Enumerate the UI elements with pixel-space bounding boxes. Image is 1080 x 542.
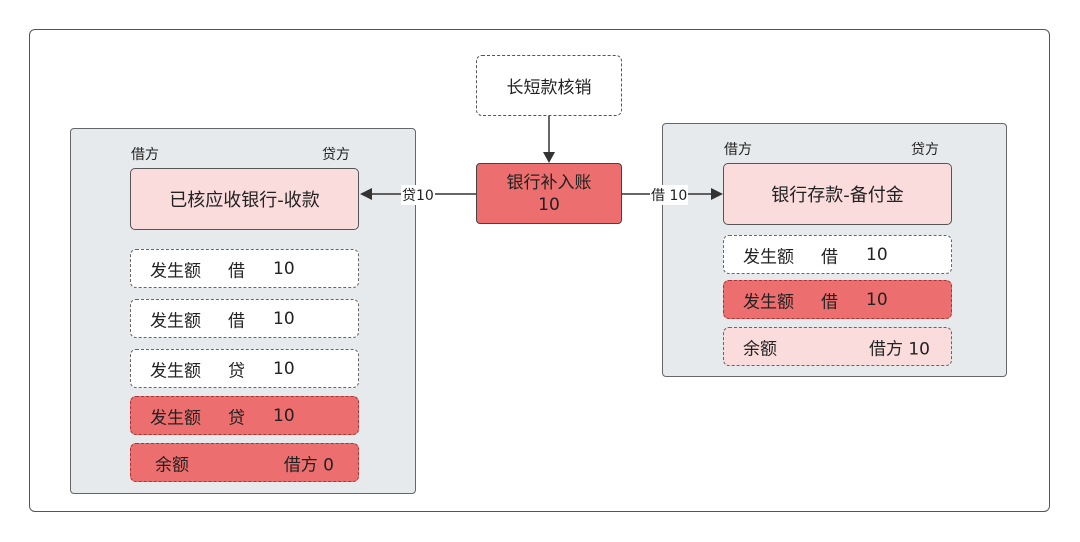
entry-direction: 贷 bbox=[228, 361, 245, 381]
entry-amount: 10 bbox=[866, 244, 888, 265]
left-debit-side-label: 借方 bbox=[131, 147, 159, 163]
balance-label: 余额 bbox=[743, 339, 777, 359]
right-arrowhead bbox=[711, 188, 723, 200]
right-balance-row: 余额 借方 10 bbox=[723, 327, 952, 366]
right-debit-side-label: 借方 bbox=[724, 142, 752, 158]
right-entry-1: 发生额 借 10 bbox=[723, 235, 952, 274]
entry-amount: 10 bbox=[273, 358, 295, 379]
right-edge-label: 借 10 bbox=[650, 185, 689, 205]
entry-amount: 10 bbox=[273, 308, 295, 329]
entry-direction: 借 bbox=[821, 247, 838, 267]
right-entry-2: 发生额 借 10 bbox=[723, 280, 952, 319]
balance-value: 借方 0 bbox=[283, 455, 334, 475]
bank-supplement-node: 银行补入账 10 bbox=[476, 163, 622, 224]
left-edge-label: 贷10 bbox=[401, 185, 435, 205]
entry-direction: 借 bbox=[228, 311, 245, 331]
entry-name: 发生额 bbox=[150, 311, 201, 331]
right-account-title: 银行存款-备付金 bbox=[723, 163, 952, 225]
left-entry-2: 发生额 借 10 bbox=[130, 299, 359, 338]
left-credit-side-label: 贷方 bbox=[322, 147, 350, 163]
right-credit-side-label: 贷方 bbox=[911, 142, 939, 158]
entry-amount: 10 bbox=[273, 405, 295, 426]
entry-direction: 借 bbox=[228, 261, 245, 281]
bank-supplement-title: 银行补入账 bbox=[506, 172, 592, 193]
left-account-title: 已核应收银行-收款 bbox=[130, 168, 359, 230]
left-balance-row: 余额 借方 0 bbox=[130, 443, 359, 482]
entry-name: 发生额 bbox=[150, 261, 201, 281]
entry-amount: 10 bbox=[273, 258, 295, 279]
entry-direction: 贷 bbox=[228, 408, 245, 428]
entry-direction: 借 bbox=[821, 292, 838, 312]
balance-label: 余额 bbox=[155, 455, 189, 475]
left-entry-1: 发生额 借 10 bbox=[130, 249, 359, 288]
left-entry-4: 发生额 贷 10 bbox=[130, 396, 359, 435]
left-arrowhead bbox=[360, 188, 372, 200]
entry-amount: 10 bbox=[866, 289, 888, 310]
left-entry-3: 发生额 贷 10 bbox=[130, 349, 359, 388]
down-arrowhead bbox=[543, 152, 555, 163]
bank-supplement-amount: 10 bbox=[538, 194, 560, 215]
diagram-frame bbox=[29, 29, 1050, 512]
entry-name: 发生额 bbox=[743, 292, 794, 312]
balance-value: 借方 10 bbox=[868, 339, 930, 359]
entry-name: 发生额 bbox=[150, 361, 201, 381]
entry-name: 发生额 bbox=[743, 247, 794, 267]
entry-name: 发生额 bbox=[150, 408, 201, 428]
write-off-node: 长短款核销 bbox=[476, 55, 622, 116]
